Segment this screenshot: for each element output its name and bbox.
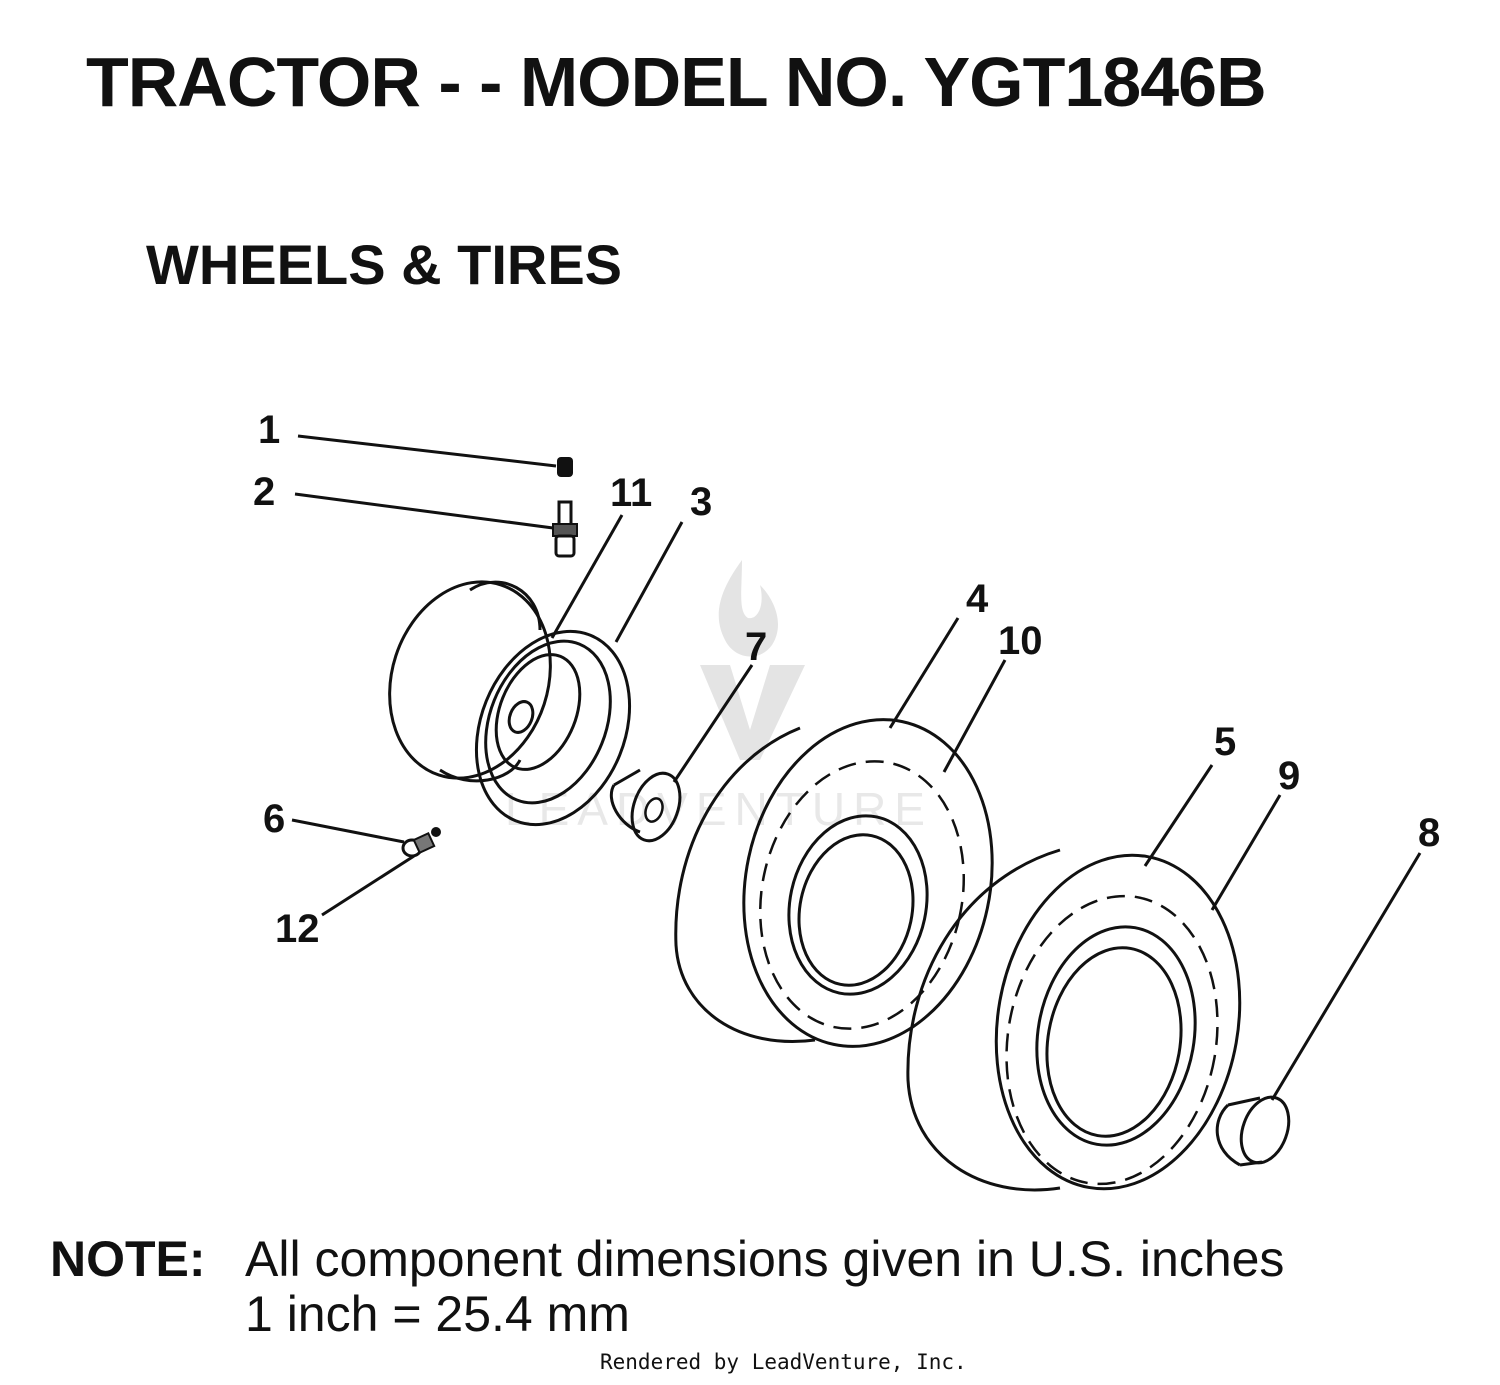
page-title: TRACTOR - - MODEL NO. YGT1846B (86, 43, 1267, 121)
valve-stem-part (552, 500, 578, 558)
front-tire-part (674, 718, 994, 1048)
leader-lines (291, 434, 1422, 1101)
callout-8: 8 (1418, 811, 1440, 855)
watermark-text: LEADVENTURE (505, 783, 933, 835)
callout-10: 10 (998, 619, 1043, 663)
callout-2: 2 (253, 470, 275, 514)
rear-tire-part (906, 848, 1242, 1192)
hub-cap-part (1215, 1095, 1291, 1167)
note-text: All component dimensions given in U.S. i… (245, 1231, 1285, 1287)
footer-credit: Rendered by LeadVenture, Inc. (600, 1350, 967, 1374)
callout-7: 7 (745, 625, 767, 669)
callout-4: 4 (966, 577, 989, 621)
callout-1: 1 (258, 408, 280, 452)
callout-3: 3 (690, 480, 712, 524)
leadventure-watermark-logo (700, 560, 805, 760)
section-title: WHEELS & TIRES (146, 233, 623, 296)
callout-11: 11 (610, 471, 652, 515)
callout-12: 12 (275, 907, 320, 951)
callout-6: 6 (263, 797, 285, 841)
callout-9: 9 (1278, 754, 1300, 798)
callout-5: 5 (1214, 720, 1236, 764)
note-label: NOTE: (50, 1231, 206, 1287)
wheel-rim-part (388, 580, 632, 827)
bushing-part (609, 768, 682, 843)
lug-bolt-part (401, 827, 441, 858)
valve-cap-part (557, 457, 573, 477)
note-conversion: 1 inch = 25.4 mm (245, 1286, 630, 1342)
